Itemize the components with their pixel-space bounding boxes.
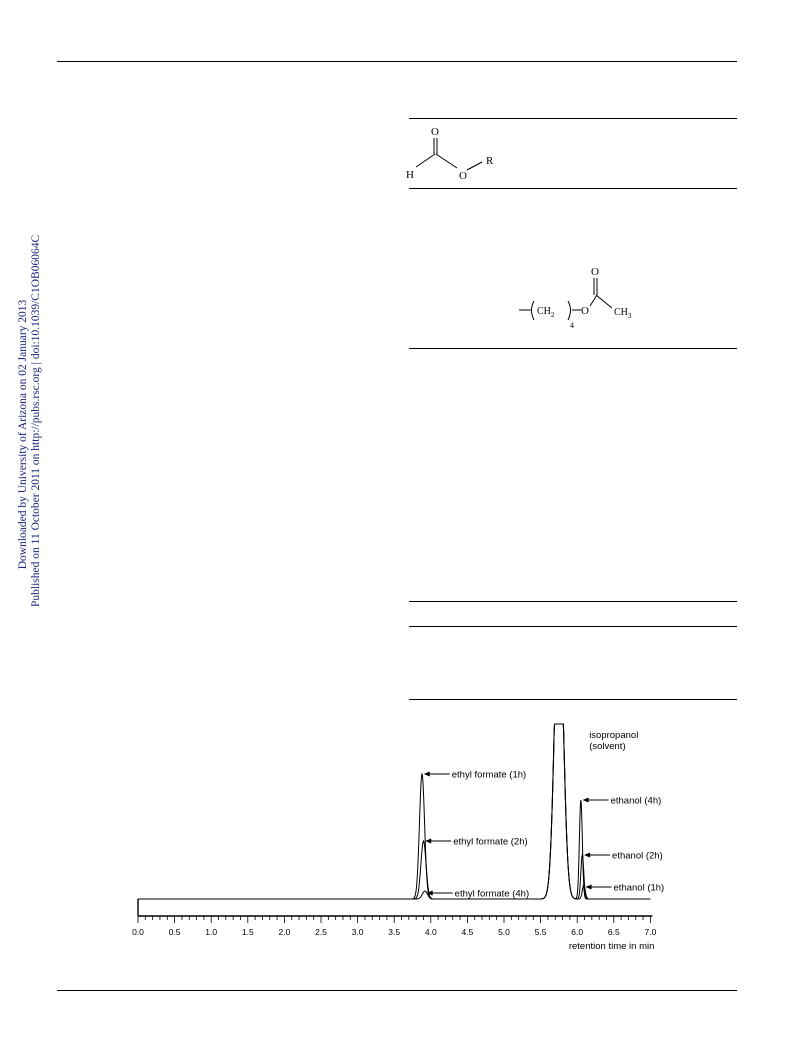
chromatogram-chart: 0.0 0.5 1.0 1.5 2.0 2.5 3.0 3.5 4.0 4.5 5.0 5.5 6.0 6… <box>132 723 665 952</box>
acetate-ester-structure: O CH2 4 O CH3 <box>519 266 632 330</box>
acetate-ch3-sub: 3 <box>628 312 632 320</box>
solvent-label: (solvent) <box>589 741 625 752</box>
annotation-label: ethanol (2h) <box>612 851 663 862</box>
acetate-ester-o: O <box>581 305 589 317</box>
acetate-carbonyl-o-text: O <box>591 266 599 278</box>
publication-line: Published on 11 October 2011 on http://p… <box>29 234 42 607</box>
acetate-ch2-sub: 2 <box>551 311 555 319</box>
annotation-arrowhead <box>426 890 433 896</box>
series-line-2h <box>138 723 651 900</box>
x-tick-label: 2.5 <box>315 927 327 937</box>
x-tick-label: 1.5 <box>242 927 254 937</box>
formate-h: H <box>406 169 414 181</box>
x-tick-label: 4.5 <box>461 927 473 937</box>
formate-r: R <box>486 155 494 167</box>
table-rule-5 <box>409 626 737 627</box>
formate-ester-o: O <box>459 170 467 182</box>
x-axis-label: retention time in min <box>569 941 655 952</box>
annotation-arrowhead <box>584 852 591 858</box>
annotation-label: ethyl formate (2h) <box>453 837 527 848</box>
acetate-ch2-text: CH <box>537 306 551 317</box>
x-tick-label: 0.0 <box>132 927 144 937</box>
series-line-4h <box>138 723 651 900</box>
solvent-label: isopropanol <box>589 730 638 741</box>
acetate-ch2: CH2 <box>537 306 555 319</box>
acetate-ch3: CH3 <box>614 307 632 320</box>
download-line: Downloaded by University of Arizona on 0… <box>17 299 29 570</box>
annotation-label: ethanol (1h) <box>614 883 665 894</box>
x-tick-label: 4.0 <box>425 927 437 937</box>
table-rule-2 <box>409 188 737 189</box>
formate-ester-structure: O H O R <box>406 126 494 182</box>
series-line-1h <box>138 723 651 900</box>
x-tick-label: 0.5 <box>169 927 181 937</box>
annotation-label: ethyl formate (1h) <box>452 770 526 781</box>
x-tick-label: 1.0 <box>205 927 217 937</box>
table-rule-6 <box>409 699 737 700</box>
annotation-label: ethyl formate (4h) <box>455 889 529 900</box>
x-tick-label: 6.5 <box>608 927 620 937</box>
annotation-arrowhead <box>423 771 430 777</box>
annotation-arrowhead <box>585 884 592 890</box>
formate-carbonyl-o: O <box>431 126 439 138</box>
x-tick-label: 5.0 <box>498 927 510 937</box>
header-rule <box>57 61 737 62</box>
table-rule-4 <box>409 601 737 602</box>
x-tick-label: 3.0 <box>352 927 364 937</box>
acetate-n-sub: 4 <box>570 321 574 330</box>
footer-rule <box>57 990 737 991</box>
acetate-carbonyl-o: O <box>591 266 599 278</box>
x-tick-label: 7.0 <box>644 927 656 937</box>
x-tick-label: 6.0 <box>571 927 583 937</box>
annotation-label: ethanol (4h) <box>611 796 662 807</box>
annotation-arrowhead <box>425 838 432 844</box>
x-tick-label: 3.5 <box>388 927 400 937</box>
x-tick-label: 5.5 <box>535 927 547 937</box>
x-tick-label: 2.0 <box>278 927 290 937</box>
table-rule-3 <box>409 348 737 349</box>
acetate-ch3-text: CH <box>614 307 628 318</box>
annotation-arrowhead <box>582 797 589 803</box>
table-rule-1 <box>409 118 737 119</box>
